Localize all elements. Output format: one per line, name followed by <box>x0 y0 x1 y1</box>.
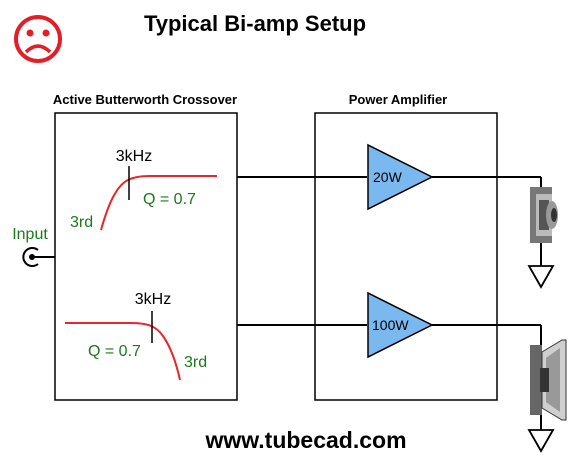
highpass-freq: 3kHz <box>116 148 152 165</box>
amplifier-box <box>314 112 498 401</box>
amplifier-label: Power Amplifier <box>349 92 447 107</box>
sad-face-icon <box>14 15 62 63</box>
lowpass-curve <box>65 311 181 381</box>
tweeter-icon <box>530 177 558 266</box>
ground-icon <box>527 265 555 289</box>
amp-top: 20W <box>367 143 434 211</box>
woofer-icon <box>530 325 567 430</box>
amp-bottom-label: 100W <box>372 317 409 333</box>
site-url[interactable]: www.tubecad.com <box>204 427 406 453</box>
lowpass-freq: 3kHz <box>135 291 171 308</box>
ground-icon <box>527 429 555 453</box>
lowpass-order: 3rd <box>184 354 207 371</box>
input-label: Input <box>12 226 48 243</box>
page-title: Typical Bi-amp Setup <box>144 11 366 36</box>
highpass-order: 3rd <box>70 214 93 231</box>
amp-bottom: 100W <box>367 291 434 359</box>
crossover-label: Active Butterworth Crossover <box>53 92 237 107</box>
amp-top-label: 20W <box>373 169 403 185</box>
input-jack-icon[interactable] <box>22 247 55 267</box>
highpass-q: Q = 0.7 <box>143 191 196 208</box>
highpass-curve <box>100 166 217 231</box>
lowpass-q: Q = 0.7 <box>88 343 141 360</box>
